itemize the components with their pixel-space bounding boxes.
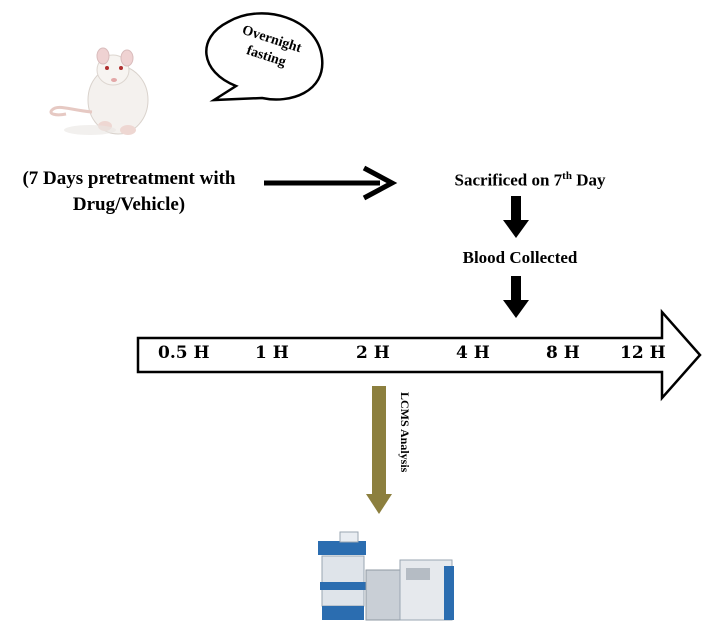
timeline-point-0.5h: 0.5 H xyxy=(158,343,210,363)
timeline-point-2h: 2 H xyxy=(356,343,390,363)
pretreatment-line-1: (7 Days pretreatment with xyxy=(22,168,236,189)
lcms-analysis-label: LCMS Analysis xyxy=(390,390,416,510)
down-arrow-2 xyxy=(503,276,529,318)
sacrificed-suffix: Day xyxy=(571,170,606,190)
speech-bubble xyxy=(205,12,324,102)
pretreatment-label: (7 Days pretreatment with Drug/Vehicle) xyxy=(0,166,258,218)
lcms-arrow xyxy=(366,386,392,514)
timeline-point-4h: 4 H xyxy=(456,343,490,363)
sacrificed-text: Sacrificed on 7 xyxy=(454,170,563,190)
lcms-analysis-text: LCMS Analysis xyxy=(398,392,412,473)
pretreatment-line-2: Drug/Vehicle) xyxy=(72,194,186,215)
sacrificed-label: Sacrificed on 7th Day xyxy=(420,170,640,191)
blood-collected-label: Blood Collected xyxy=(462,248,578,267)
timeline-point-12h: 12 H xyxy=(620,343,666,363)
down-arrow-1 xyxy=(503,196,529,238)
rat-illustration xyxy=(49,47,149,135)
timeline-point-1h: 1 H xyxy=(255,343,289,363)
timeline-point-8h: 8 H xyxy=(546,343,580,363)
lcms-instrument-illustration xyxy=(318,531,454,621)
pretreatment-arrow xyxy=(264,165,398,201)
timeline-arrow xyxy=(136,308,702,402)
sacrificed-superscript: th xyxy=(562,170,572,182)
